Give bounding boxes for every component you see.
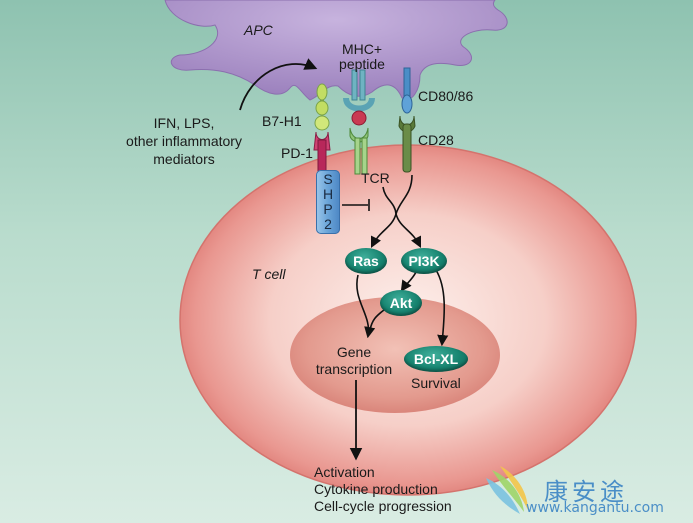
akt-node: Akt (380, 290, 422, 316)
watermark-chinese: 康安途 (544, 478, 628, 506)
apc-label: APC (244, 22, 273, 38)
pi3k-node: PI3K (401, 248, 447, 274)
outcome-cellcycle: Cell-cycle progression (314, 498, 452, 514)
nucleus (290, 297, 500, 413)
ras-arrow (370, 213, 397, 249)
shp2-letter-2: 2 (324, 216, 332, 232)
pi3k-arrow (395, 213, 422, 249)
mhc-label-line2: peptide (339, 56, 385, 72)
outcome-activation: Activation (314, 464, 375, 480)
bclxl-node: Bcl-XL (404, 346, 468, 372)
mediators-label: IFN, LPS, other inflammatory mediators (104, 114, 264, 168)
cd28-label: CD28 (418, 132, 454, 148)
mediators-line3: mediators (153, 151, 215, 167)
shp2-letter-s: S (323, 171, 333, 187)
pd1-label: PD-1 (281, 145, 313, 161)
survival-label: Survival (411, 375, 461, 391)
tcr-signal-line (382, 186, 397, 215)
cd8086-label: CD80/86 (418, 88, 474, 104)
mediators-line2: other inflammatory (126, 133, 242, 149)
shp2-letter-h: H (322, 186, 334, 202)
tcr-label: TCR (361, 170, 390, 186)
mhc-label-line1: MHC+ (341, 41, 383, 57)
shp2-letter-p: P (323, 201, 333, 217)
akt-arrow (400, 271, 417, 292)
mediators-arrow (239, 58, 318, 111)
mhc-peptide-label: MHC+ peptide (330, 42, 394, 72)
mediators-line1: IFN, LPS, (153, 115, 215, 131)
gene-line1: Gene (336, 344, 372, 360)
shp2-box: S H P 2 (316, 170, 340, 234)
cd80-cd28-complex (398, 67, 416, 173)
watermark-logo (486, 466, 528, 514)
watermark-url: www.kangantu.com (526, 500, 664, 516)
gene-transcription-label: Gene transcription (294, 344, 414, 378)
bclxl-arrow (435, 269, 449, 347)
b7h1-label: B7-H1 (262, 113, 302, 129)
cd28-signal-line (395, 174, 413, 215)
akt-gene-line (369, 309, 385, 331)
mhc-tcr-complex (343, 69, 375, 175)
ras-gene-arrow (356, 274, 376, 339)
apc-cell (164, 0, 508, 101)
tcell-label: T cell (252, 266, 286, 282)
ras-node: Ras (345, 248, 387, 274)
outcomes-label: Activation Cytokine production Cell-cycl… (314, 464, 452, 515)
outcome-cytokine: Cytokine production (314, 481, 438, 497)
gene-line2: transcription (315, 361, 393, 377)
